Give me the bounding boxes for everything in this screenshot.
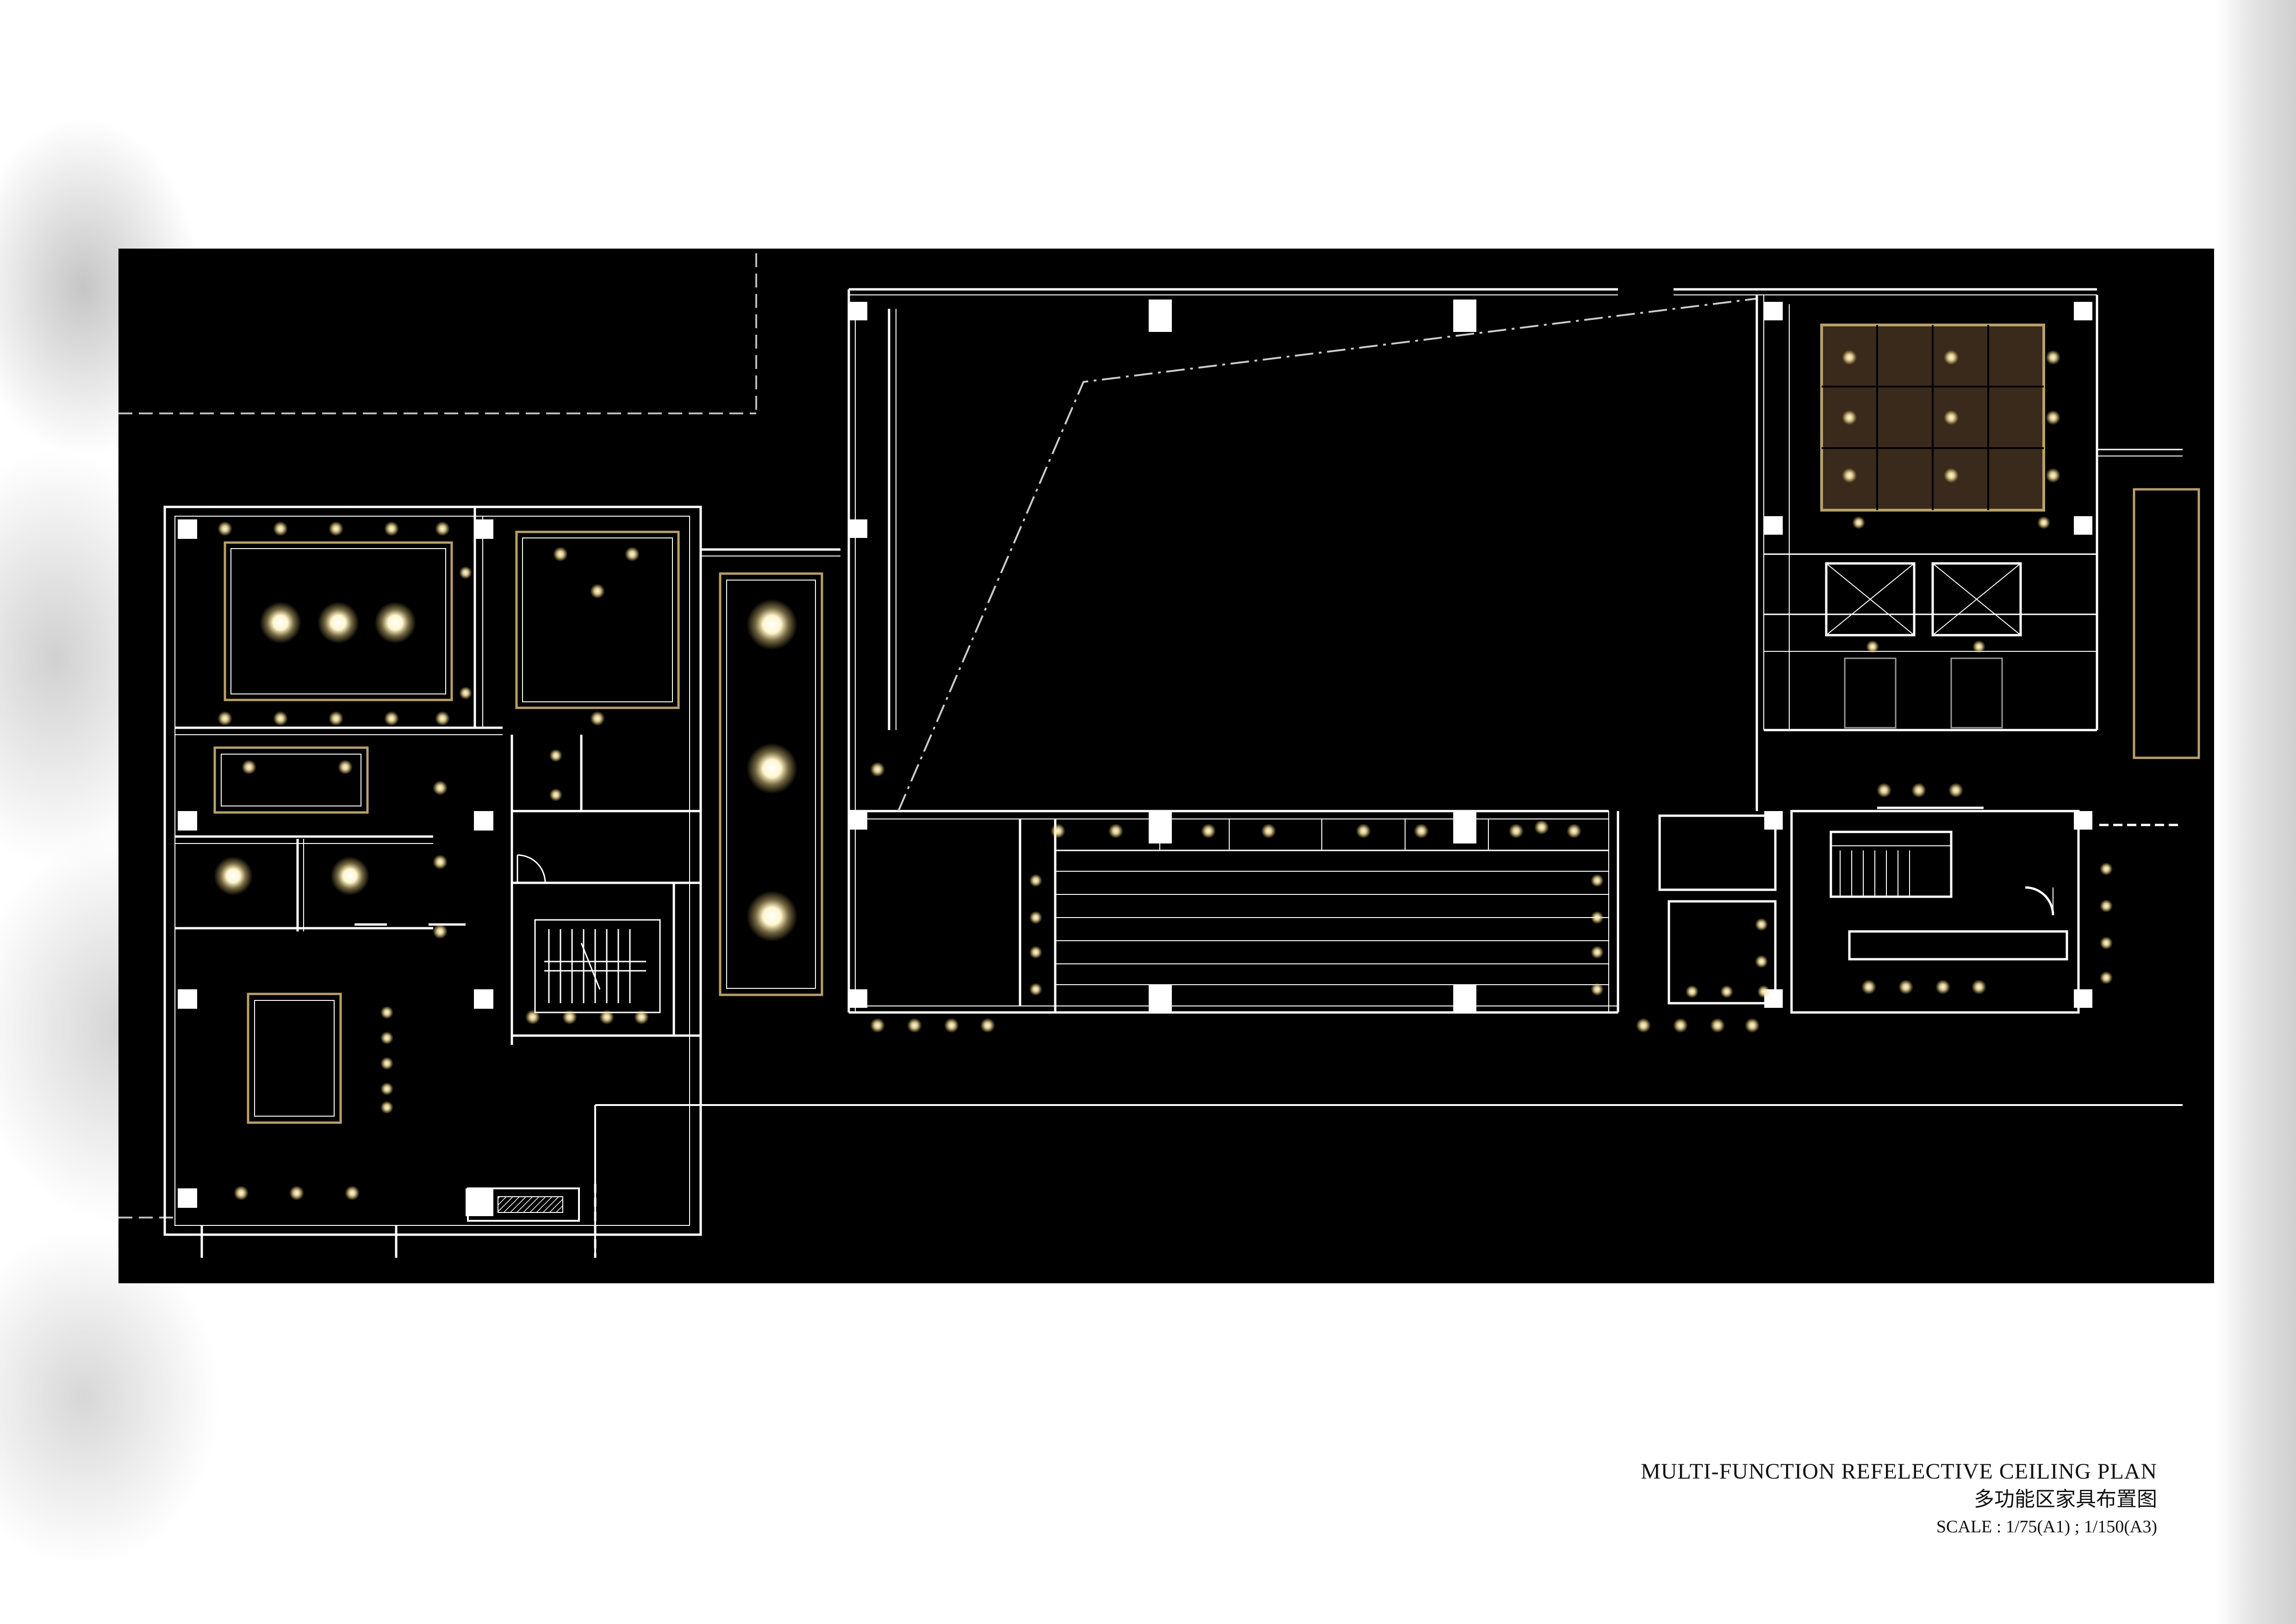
floor-plan-svg — [118, 253, 2200, 1258]
brown-grid-ceiling-panel — [1820, 324, 2045, 512]
drawing-caption: MULTI-FUNCTION REFELECTIVE CEILING PLAN … — [1641, 1457, 2157, 1541]
central-hall-walls — [847, 288, 2097, 1014]
column-icon — [178, 300, 2092, 1216]
plan-subtitle: 多功能区家具布置图 — [1974, 1488, 2157, 1511]
plan-scale: SCALE : 1/75(A1) ; 1/150(A3) — [1936, 1517, 2157, 1537]
downlight-icon — [218, 350, 2113, 1200]
large-pendant-light-icon — [214, 599, 797, 942]
left-stairwell — [516, 854, 661, 1013]
page-edge-shadow — [2217, 0, 2296, 1624]
right-wing-walls — [1658, 295, 2200, 1014]
dash-dot-outline — [897, 298, 1757, 812]
dashed-site-boundary — [118, 253, 757, 1218]
left-wing-walls — [163, 506, 2183, 1258]
ceiling-plan-drawing — [118, 249, 2214, 1283]
recessed-ceiling-trays — [213, 531, 823, 1124]
plan-title: MULTI-FUNCTION REFELECTIVE CEILING PLAN — [1641, 1459, 2157, 1484]
